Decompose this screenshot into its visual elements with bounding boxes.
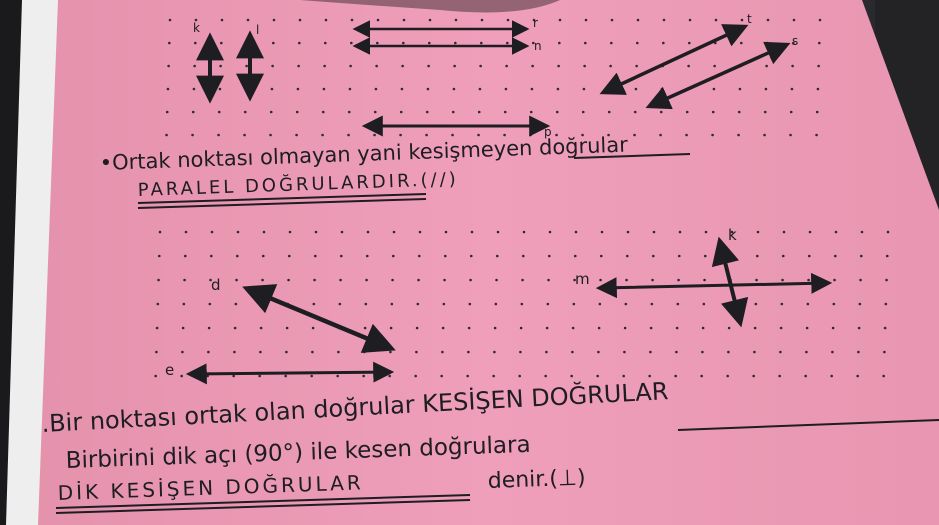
kesismeyen-underline [573,153,691,159]
label-r: r [533,16,538,30]
label-l: l [256,23,259,37]
label-p: p [544,125,552,139]
kesisen-underline [677,419,939,431]
label-d: d [211,276,221,294]
parallel-lines-diagram [196,20,791,137]
pink-page [38,0,939,525]
line-s [645,41,791,110]
intersecting-lines-diagram [185,236,833,385]
intersecting-labels: d e m k [165,226,737,379]
parallel-labels: k l r n t s p [193,12,798,139]
label-k2: k [728,226,737,244]
intersecting-text-line3-rest: denir.(⊥) [487,466,586,494]
label-s: s [792,34,798,48]
line-e [185,361,395,385]
label-t: t [747,12,752,26]
dik-kesisen-underline [55,494,471,514]
label-e: e [165,361,174,379]
line-d [242,284,396,353]
label-k: k [193,21,200,35]
top-shadow [300,0,560,13]
label-n: n [534,39,542,53]
label-m: m [575,270,590,288]
line-k2 [711,236,749,328]
parallel-underline [137,193,427,209]
